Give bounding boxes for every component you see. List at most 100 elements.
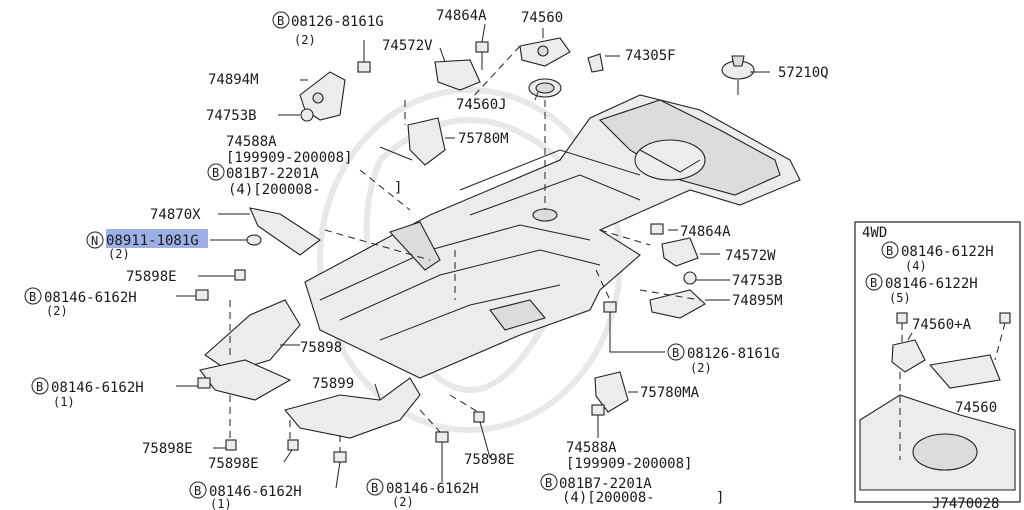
- label-75898e-a[interactable]: 75898E: [126, 269, 177, 285]
- label-75898e-b[interactable]: 75898E: [142, 441, 193, 457]
- bracket-75780ma[interactable]: [594, 371, 629, 413]
- label-75898e-c[interactable]: 75898E: [208, 456, 259, 472]
- label-74305f[interactable]: 74305F: [625, 48, 676, 64]
- bracket-74572v[interactable]: [434, 59, 481, 91]
- qty-08911: (2): [108, 247, 130, 261]
- label-08146-6162h-a[interactable]: 08146-6162H: [44, 290, 137, 306]
- label-74864a-top[interactable]: 74864A: [436, 8, 487, 24]
- bolt-marker: B: [277, 14, 284, 28]
- bolt-74864a-top[interactable]: [475, 41, 489, 70]
- nut-08911[interactable]: [246, 234, 262, 246]
- bolt-marker: B: [29, 290, 36, 304]
- bracket-74572w[interactable]: [661, 237, 699, 267]
- bolt-marker: B: [371, 481, 378, 495]
- label-74894m[interactable]: 74894M: [208, 72, 259, 88]
- nut-74753b-left[interactable]: [300, 108, 314, 122]
- label-081b7-2201a-bottom[interactable]: 081B7-2201A: [559, 476, 652, 492]
- label-74870x[interactable]: 74870X: [150, 207, 201, 223]
- clip-74305f[interactable]: [587, 53, 604, 73]
- label-75898[interactable]: 75898: [300, 340, 342, 356]
- leader-lines: [176, 23, 770, 489]
- label-75898e-d[interactable]: 75898E: [464, 452, 515, 468]
- qty-081b7-top: (4)[200008-: [228, 182, 321, 198]
- qty-081b7-bottom: (4)[200008-: [562, 490, 655, 506]
- bolt-08146-d[interactable]: [435, 431, 449, 443]
- qty-08146-a: (2): [46, 304, 68, 318]
- label-74753b-right[interactable]: 74753B: [732, 273, 783, 289]
- inset-floor-panel[interactable]: [859, 394, 1016, 491]
- label-75899[interactable]: 75899: [312, 376, 354, 392]
- label-08146-6122h-a[interactable]: 08146-6122H: [901, 244, 994, 260]
- bolt-marker: B: [212, 166, 219, 180]
- bolt-08146-a[interactable]: [195, 289, 209, 301]
- label-74753b-left[interactable]: 74753B: [206, 108, 257, 124]
- qty-08126-mid: (2): [690, 361, 712, 375]
- qty-08146-6122h-a: (4): [905, 259, 927, 273]
- nut-marker: N: [91, 234, 98, 248]
- label-74560-inset[interactable]: 74560: [955, 400, 997, 416]
- label-74560-a[interactable]: 74560+A: [912, 317, 972, 333]
- bolt-08146-b[interactable]: [197, 377, 211, 389]
- date-74588a-top: [199909-200008]: [226, 150, 352, 166]
- qty-08146-6122h-b: (5): [889, 291, 911, 305]
- label-74572v[interactable]: 74572V: [382, 38, 433, 54]
- bolt-marker: B: [545, 476, 552, 490]
- inset-4wd: 4WD B 08146-6122H (4) B 08146-6122H (5) …: [854, 221, 1021, 510]
- floor-panel[interactable]: [304, 94, 801, 379]
- label-08126-8161g-top[interactable]: 08126-8161G: [291, 14, 384, 30]
- qty-08126-8161g-top: (2): [294, 33, 316, 47]
- cover-75899[interactable]: [284, 377, 421, 439]
- bolt-marker: B: [672, 346, 679, 360]
- bolt-08126-mid[interactable]: [603, 301, 617, 313]
- diagram-code: J7470028: [932, 496, 999, 510]
- label-08146-6162h-d[interactable]: 08146-6162H: [386, 481, 479, 497]
- bracket-74560[interactable]: [519, 37, 571, 67]
- date-74588a-bottom: [199909-200008]: [566, 456, 692, 472]
- qty-08146-d: (2): [392, 495, 414, 509]
- label-74560j[interactable]: 74560J: [456, 97, 507, 113]
- plug-57210q[interactable]: [721, 55, 755, 95]
- bolt-marker: B: [870, 276, 877, 290]
- label-08146-6162h-c[interactable]: 08146-6162H: [209, 484, 302, 500]
- inset-bracket-74560a[interactable]: [891, 312, 1011, 389]
- qty-08146-c: (1): [210, 497, 232, 510]
- highlight-08911: [106, 229, 208, 248]
- label-08146-6122h-b[interactable]: 08146-6122H: [885, 276, 978, 292]
- label-08146-6162h-b[interactable]: 08146-6162H: [51, 380, 144, 396]
- label-08126-8161g-mid[interactable]: 08126-8161G: [687, 346, 780, 362]
- bolt-08146-c[interactable]: [333, 451, 347, 463]
- nut-74753b-right[interactable]: [683, 271, 697, 285]
- label-74895m[interactable]: 74895M: [732, 293, 783, 309]
- qty-08146-b: (1): [53, 395, 75, 409]
- assembly-lines: [229, 45, 701, 452]
- label-081b7-2201a-top[interactable]: 081B7-2201A: [226, 166, 319, 182]
- bolt-74864a-right[interactable]: [650, 223, 664, 235]
- inset-title: 4WD: [862, 225, 887, 241]
- bolt-08126-top[interactable]: [357, 40, 371, 73]
- label-74572w[interactable]: 74572W: [725, 248, 776, 264]
- label-74588a-top[interactable]: 74588A: [226, 134, 277, 150]
- clip-75898e-b[interactable]: [225, 439, 237, 451]
- clip-75898e-a[interactable]: [234, 269, 246, 281]
- clip-75898e-c[interactable]: [287, 439, 299, 451]
- labels: B 08126-8161G (2) 74864A 74560 74572V 74…: [24, 8, 829, 510]
- bracket-close-081b7-bottom: ]: [716, 490, 724, 506]
- bracket-close-081b7-top: ]: [394, 180, 402, 196]
- label-74588a-bottom[interactable]: 74588A: [566, 440, 617, 456]
- bolt-marker: B: [36, 380, 43, 394]
- bracket-75780m[interactable]: [407, 117, 446, 166]
- grommet-74560j[interactable]: [528, 78, 562, 98]
- clip-75898e-d[interactable]: [473, 411, 485, 423]
- label-75780ma[interactable]: 75780MA: [640, 385, 700, 401]
- label-75780m[interactable]: 75780M: [458, 131, 509, 147]
- label-74864a-right[interactable]: 74864A: [680, 224, 731, 240]
- label-57210q[interactable]: 57210Q: [778, 65, 829, 81]
- bolt-marker: B: [194, 484, 201, 498]
- cover-75898[interactable]: [199, 299, 301, 401]
- label-08911-1081g[interactable]: 08911-1081G: [106, 233, 199, 249]
- bolt-74588a-bottom[interactable]: [591, 404, 605, 416]
- bracket-74895m[interactable]: [649, 289, 706, 319]
- label-74560[interactable]: 74560: [521, 10, 563, 26]
- bracket-74870x[interactable]: [249, 207, 321, 256]
